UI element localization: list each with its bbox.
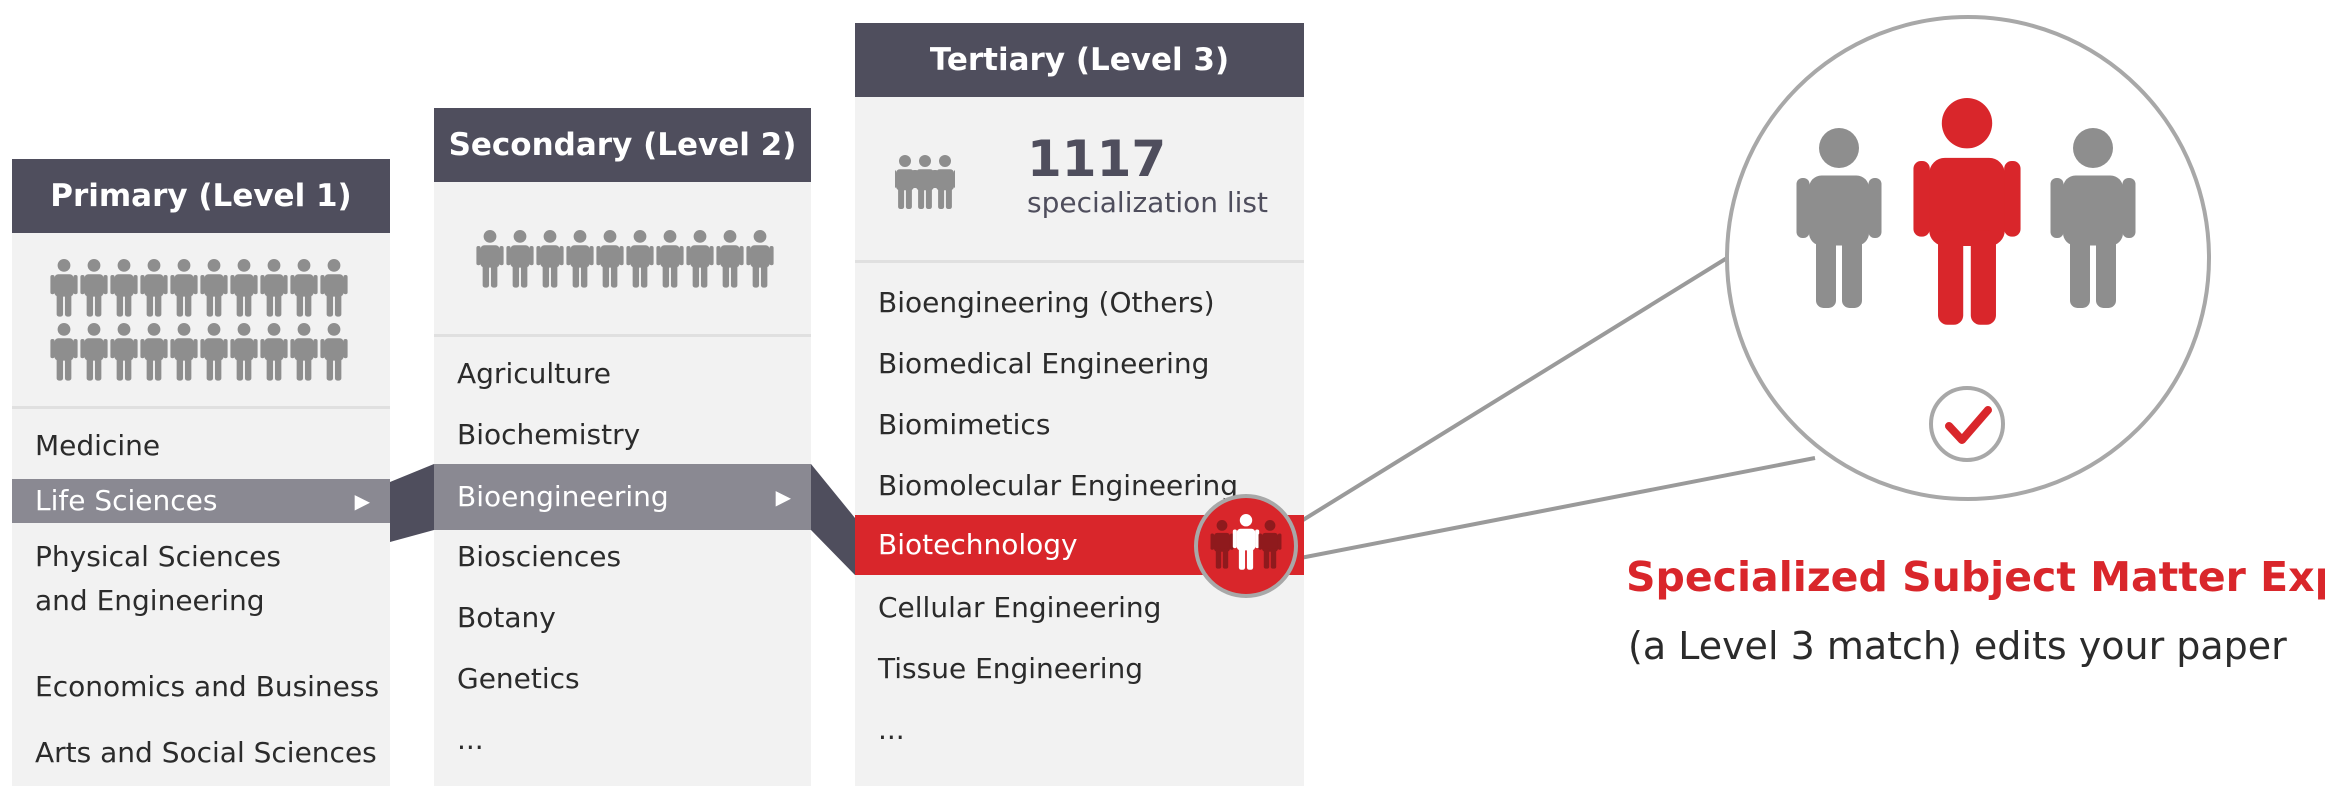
big-magnifier-people [1796,98,2136,325]
person-icon [170,323,198,381]
tertiary-column: Tertiary (Level 3) 1117 specialization l… [855,23,1304,786]
person-icon [290,323,318,381]
list-item-medicine[interactable]: Medicine [35,429,161,462]
person-icon [80,323,108,381]
person-icon [1913,98,2021,325]
person-icon [140,259,168,317]
list-item-agriculture[interactable]: Agriculture [457,357,611,390]
callout-subtitle: (a Level 3 match) edits your paper [1628,624,2287,668]
tertiary-divider [855,260,1304,263]
specialization-count: 1117 [1027,130,1167,188]
tertiary-header: Tertiary (Level 3) [855,23,1304,97]
person-icon [110,323,138,381]
list-item-life-sciences[interactable]: Life Sciences ▶ [12,479,390,523]
check-circle-icon [1929,386,2005,462]
list-item-biomolecular-engineering[interactable]: Biomolecular Engineering [878,469,1239,502]
person-icon [320,259,348,317]
person-icon [912,155,938,209]
small-magnifier-people [1210,514,1282,570]
secondary-divider [434,334,811,337]
person-icon [932,155,955,209]
list-item-label: Bioengineering [457,480,669,513]
person-icon [110,259,138,317]
list-item-arts-social-sciences[interactable]: Arts and Social Sciences [35,736,377,769]
list-item-botany[interactable]: Botany [457,601,556,634]
person-icon [200,323,228,381]
person-icon [170,259,198,317]
person-icon [140,323,168,381]
person-icon [476,230,504,288]
person-icon [536,230,564,288]
people-row [476,230,774,288]
list-item-biochemistry[interactable]: Biochemistry [457,418,641,451]
person-icon [1258,520,1282,569]
person-icon [686,230,714,288]
list-item-bioengineering-others[interactable]: Bioengineering (Others) [878,286,1215,319]
list-item-genetics[interactable]: Genetics [457,662,580,695]
person-icon [80,259,108,317]
list-item-bioengineering[interactable]: Bioengineering ▶ [434,464,811,530]
list-item-cellular-engineering[interactable]: Cellular Engineering [878,591,1162,624]
primary-column: Primary (Level 1) Medicine Life Sciences… [12,159,390,786]
list-item-label-line2: and Engineering [35,584,265,617]
person-icon [506,230,534,288]
person-icon [200,259,228,317]
person-icon [290,259,318,317]
list-item-economics-business[interactable]: Economics and Business [35,670,380,703]
list-item-more[interactable]: ... [457,723,484,756]
people-trio [895,155,955,209]
magnifier-line-bottom [1289,456,1816,562]
callout-title: Specialized Subject Matter Expert [1626,553,2325,601]
secondary-column: Secondary (Level 2) Agriculture Biochemi… [434,108,811,786]
list-item-label: Life Sciences [35,484,218,517]
level2-to-level3-connector [811,464,855,575]
specialization-count-label: specialization list [1027,186,1268,219]
secondary-header: Secondary (Level 2) [434,108,811,182]
triangle-right-icon: ▶ [775,485,791,509]
person-icon [230,259,258,317]
tertiary-people-group [895,151,955,221]
primary-header: Primary (Level 1) [12,159,390,233]
list-item-label-line1: Physical Sciences [35,540,281,573]
list-item-more[interactable]: ... [878,713,905,746]
person-icon [260,323,288,381]
list-item-physical-sciences[interactable]: Physical Sciences and Engineering [12,535,390,623]
person-icon [626,230,654,288]
list-item-biomedical-engineering[interactable]: Biomedical Engineering [878,347,1210,380]
person-icon [320,323,348,381]
primary-divider [12,406,390,409]
person-icon [716,230,744,288]
person-icon [230,323,258,381]
person-icon [566,230,594,288]
person-icon [260,259,288,317]
list-item-biomimetics[interactable]: Biomimetics [878,408,1051,441]
level1-to-level2-connector [390,464,434,542]
person-icon [746,230,774,288]
person-icon [1232,514,1260,570]
person-icon [1796,128,1882,308]
person-icon [656,230,684,288]
list-item-label: Biotechnology [878,528,1078,561]
person-icon [50,259,78,317]
triangle-right-icon: ▶ [354,489,370,513]
people-grid [50,259,348,381]
magnifier-line-top [1288,256,1729,530]
person-icon [1210,520,1234,569]
primary-people-group [12,257,390,407]
person-icon [50,323,78,381]
person-icon [2050,128,2136,308]
list-item-biosciences[interactable]: Biosciences [457,540,622,573]
secondary-people-group [434,226,811,296]
list-item-tissue-engineering[interactable]: Tissue Engineering [878,652,1144,685]
person-icon [596,230,624,288]
